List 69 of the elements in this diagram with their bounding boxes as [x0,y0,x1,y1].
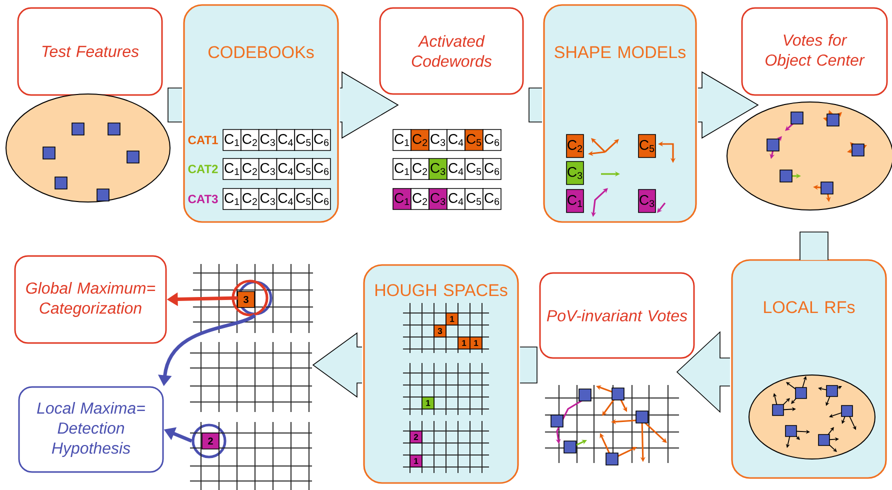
vote-grid-drawing [544,384,680,466]
codeword-cell: C$_{4}$ [276,129,296,151]
grid-drawing [190,342,312,412]
codeword-cell: C$_{1}$ [222,158,242,180]
vote-count-cell: 1 [446,312,458,326]
codeword-cell: C$_{3}$ [258,188,278,210]
codeword-cell: C$_{4}$ [276,158,296,180]
codeword-cell: C$_{5}$ [294,129,313,151]
codeword-cell: C$_{5}$ [464,158,484,180]
feature-ellipse [6,94,170,202]
codeword-cell: C$_{2}$ [410,188,430,210]
block-arrow [528,71,759,139]
highlight-circle [192,424,226,458]
codeword-cell: C$_{3}$ [428,188,448,210]
category-label: CAT3 [188,194,218,204]
codeword-cell: C$_{3}$ [638,189,656,213]
highlight-circle [238,280,272,316]
vote-count-cell: 3 [434,324,446,338]
codeword-cell: C$_{5}$ [294,188,313,210]
codeword-cell: C$_{2}$ [240,129,260,151]
codeword-cell: C$_{4}$ [446,158,466,180]
codeword-cell: C$_{2}$ [410,158,430,180]
result-box: Local Maxima= Detection Hypothesis [18,386,164,473]
codeword-cell: C$_{6}$ [312,129,331,151]
codeword-cell: C$_{2}$ [240,188,260,210]
codeword-cell: C$_{5}$ [294,158,313,180]
vote-count-cell: 3 [237,291,255,308]
result-box: Global Maximum= Categorization [14,255,167,344]
vote-count-cell: 1 [458,336,470,350]
category-label: CAT1 [188,136,218,144]
codeword-cell: C$_{4}$ [446,188,466,210]
codeword-cell: C$_{4}$ [276,188,296,210]
codeword-cell: C$_{6}$ [482,129,502,151]
codeword-cell: C$_{3}$ [428,158,448,180]
codeword-cell: C$_{2}$ [240,158,260,180]
codeword-cell: C$_{6}$ [482,158,502,180]
codeword-cell: C$_{3}$ [258,129,278,151]
block-arrow [168,71,399,139]
codeword-cell: C$_{1}$ [222,188,242,210]
vote-count-cell: 2 [410,430,422,444]
codeword-cell: C$_{3}$ [258,158,278,180]
block-arrow [312,332,538,398]
codeword-cell: C$_{1}$ [392,158,412,180]
block-arrow [676,232,828,413]
codeword-cell: C$_{2}$ [566,134,584,158]
codeword-cell: C$_{3}$ [428,129,448,151]
codeword-cell: C$_{4}$ [446,129,466,151]
codeword-cell: C$_{6}$ [312,158,331,180]
vote-count-cell: 2 [202,432,220,450]
codeword-cell: C$_{5}$ [464,188,484,210]
codeword-cell: C$_{1}$ [566,189,584,213]
text-box: PoV-invariant Votes [539,272,695,359]
vote-count-cell: 1 [422,396,434,410]
vote-count-cell: 1 [470,336,482,350]
codeword-cell: C$_{1}$ [392,188,412,210]
codeword-cell: C$_{6}$ [482,188,502,210]
text-box: Votes for Object Center [741,7,888,96]
text-box: Activated Codewords [379,7,524,95]
codeword-cell: C$_{1}$ [222,129,242,151]
codeword-cell: C$_{5}$ [464,129,484,151]
feature-ellipse [726,102,892,210]
vote-count-cell: 1 [410,454,422,468]
codeword-cell: C$_{1}$ [392,129,412,151]
codeword-cell: C$_{5}$ [638,134,656,158]
codeword-cell: C$_{2}$ [410,129,430,151]
category-label: CAT2 [188,164,218,174]
codeword-cell: C$_{6}$ [312,188,331,210]
text-box: Test Features [17,7,163,96]
codeword-cell: C$_{3}$ [566,161,584,185]
